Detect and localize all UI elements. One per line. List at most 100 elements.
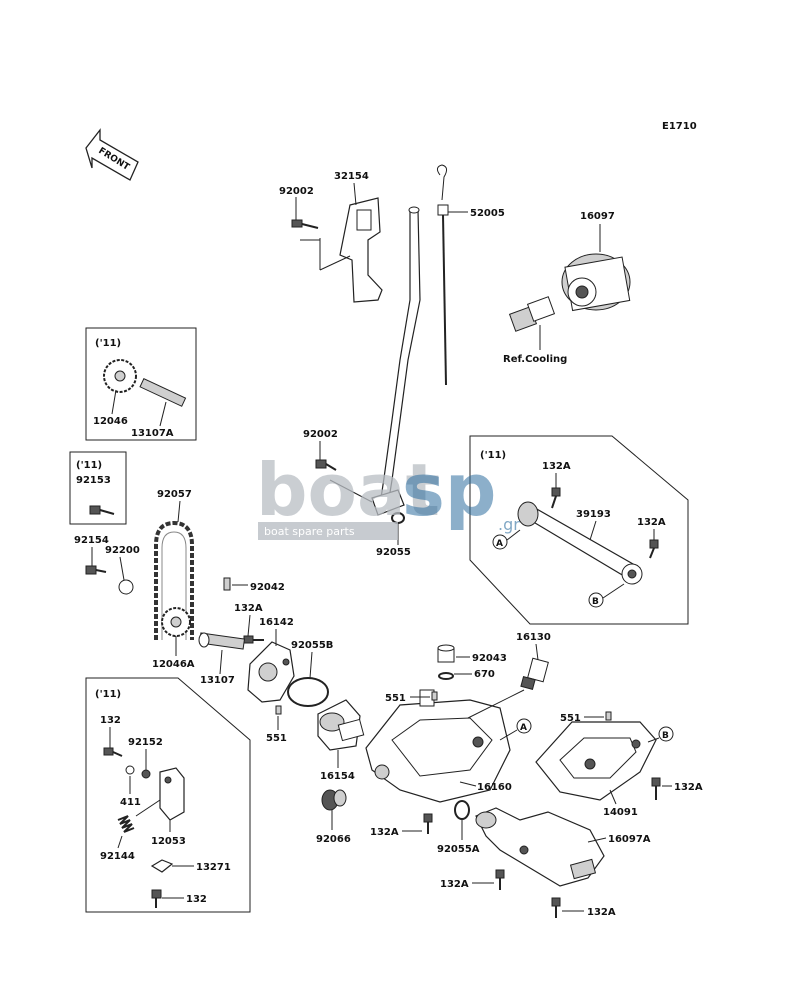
pipe-16097A [475, 807, 605, 887]
bolt-132A-pan [423, 813, 433, 834]
callout-16097: 16097 [580, 211, 615, 222]
callout-92152: 92152 [128, 737, 163, 748]
callout-411: 411 [120, 797, 141, 808]
sensor-16130 [520, 657, 549, 690]
washer-92152 [141, 769, 151, 779]
bolt-92153 [89, 505, 115, 515]
tensioner-12053 [159, 767, 185, 821]
callout-132A-cover: 132A [674, 782, 703, 793]
bolt-132-top [103, 747, 123, 757]
shaft-13107 [198, 632, 246, 650]
o-ring-92055B [287, 677, 329, 707]
inset-2011-pipe [469, 435, 689, 625]
callout-132-bottom: 132 [186, 894, 207, 905]
connector-A-pan [516, 718, 532, 734]
watermark-brand-a: boat [256, 448, 440, 532]
washer-411 [125, 765, 135, 775]
callout-92154: 92154 [74, 535, 109, 546]
watermark-suffix: .gr [498, 515, 520, 534]
pin-551-pan [431, 691, 438, 701]
pin-551-cover [605, 711, 612, 721]
watermark-brand-b: sp [402, 448, 496, 532]
bolt-132A-pump [243, 635, 264, 644]
callout-132A-pump: 132A [234, 603, 263, 614]
oil-pump-16142 [247, 641, 295, 703]
connector-B-inset [588, 592, 604, 608]
callout-39193: 39193 [576, 509, 611, 520]
o-ring-670 [438, 672, 454, 680]
bolt-92154 [85, 565, 107, 575]
callout-13271: 13271 [196, 862, 231, 873]
callout-12046: 12046 [93, 416, 128, 427]
connector-B-cover-label: B [662, 731, 669, 741]
bolt-132A-cover [651, 777, 661, 800]
bolt-132-bottom [151, 889, 162, 908]
sprocket-12046A [161, 607, 191, 637]
front-arrow-icon: FRONT [85, 128, 139, 181]
diagram-code: E1710 [662, 121, 697, 132]
inset-2011-tensioner [85, 677, 251, 913]
filter-fitting [508, 296, 556, 332]
callout-92002-lower: 92002 [303, 429, 338, 440]
callout-92055: 92055 [376, 547, 411, 558]
callout-16097A: 16097A [608, 834, 651, 845]
callout-92200: 92200 [105, 545, 140, 556]
connector-B-inset-label: B [592, 597, 599, 607]
callout-92002-top: 92002 [279, 186, 314, 197]
dipstick [436, 164, 449, 386]
watermark: boat sp .gr boat spare parts [256, 448, 520, 540]
bolt-92002-top [291, 219, 319, 229]
callout-132A-pipe-left: 132A [440, 879, 469, 890]
chain-92057 [154, 520, 194, 640]
callout-16154: 16154 [320, 771, 355, 782]
callout-32154: 32154 [334, 171, 369, 182]
inset-label: ('11) [95, 338, 121, 349]
cover-14091 [535, 721, 657, 801]
watermark-tagline: boat spare parts [264, 525, 355, 538]
callout-551-pan: 551 [385, 693, 406, 704]
inset-label-4: ('11) [95, 689, 121, 700]
callout-92057: 92057 [157, 489, 192, 500]
callout-132A-inset-top: 132A [542, 461, 571, 472]
dipstick-bracket [339, 197, 383, 303]
callout-92055A: 92055A [437, 844, 480, 855]
pipe-39193 [517, 501, 643, 585]
sleeve-92043 [437, 644, 455, 663]
washer-92200 [118, 579, 134, 595]
callout-92153: 92153 [76, 475, 111, 486]
callout-132A-inset-right: 132A [637, 517, 666, 528]
oil-filter [561, 253, 631, 312]
callout-132A-pipe-right: 132A [587, 907, 616, 918]
inset-2011-bolt [69, 451, 127, 525]
callout-132A-pan: 132A [370, 827, 399, 838]
bolt-132A-inset-top [551, 487, 561, 509]
callout-14091: 14091 [603, 807, 638, 818]
callout-92055B: 92055B [291, 640, 333, 651]
reference-cooling-note: Ref.Cooling [503, 354, 567, 365]
spring-92144 [117, 815, 135, 833]
pin-13271 [150, 859, 174, 873]
callout-16142: 16142 [259, 617, 294, 628]
connector-B-cover [658, 726, 674, 742]
bolt-132A-pipe-left [495, 869, 505, 890]
o-ring-92055A [454, 800, 470, 820]
inset-label-3: ('11) [480, 450, 506, 461]
strainer-16154 [317, 699, 365, 751]
connector-A-pan-label: A [520, 723, 527, 733]
inset-2011-gear [85, 327, 197, 441]
callout-16130: 16130 [516, 632, 551, 643]
bolt-92002-lower [315, 459, 337, 471]
dipstick-tube [371, 206, 421, 516]
callout-12053: 12053 [151, 836, 186, 847]
callout-670: 670 [474, 669, 495, 680]
inset-label-2: ('11) [76, 460, 102, 471]
plug-92066 [321, 789, 347, 811]
sprocket-12046 [103, 359, 137, 393]
bolt-132A-pipe-right [551, 897, 561, 918]
connector-A-inset [492, 534, 508, 550]
callout-92042: 92042 [250, 582, 285, 593]
callout-13107A: 13107A [131, 428, 174, 439]
callout-92066: 92066 [316, 834, 351, 845]
bolt-132A-inset-right [649, 539, 659, 559]
